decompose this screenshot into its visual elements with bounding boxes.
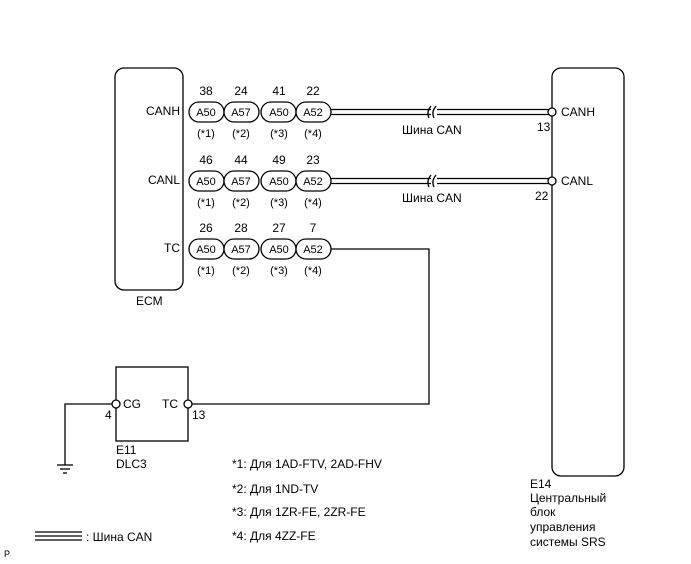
variant-mark: (*4) [304, 197, 322, 209]
connector-code: A57 [231, 176, 251, 188]
variant-mark: (*3) [270, 265, 288, 277]
connector-row-canl: 46 44 49 23 A50 A57 A50 A52 (*1) (*2) (*… [188, 153, 332, 209]
variant-mark: (*4) [304, 128, 322, 140]
connector-code: A57 [231, 107, 251, 119]
pin-number: 49 [272, 153, 286, 167]
connector-code: A50 [196, 244, 216, 256]
legend-label: : Шина CAN [86, 530, 152, 544]
note-2: *2: Для 1ND-TV [232, 482, 318, 496]
dlc3-tc-label: TC [162, 397, 178, 411]
dlc3-name: DLC3 [116, 457, 147, 471]
ecm-pin-canh-label: CANH [146, 104, 180, 118]
srs-name-line: системы SRS [530, 535, 606, 549]
connector-code: A50 [269, 107, 289, 119]
srs-name-line: блок [530, 505, 556, 519]
srs-pin-canl-number: 22 [535, 189, 549, 203]
ecm-pin-tc-label: TC [164, 241, 180, 255]
srs-pin-canh-number: 13 [537, 120, 551, 134]
connector-pill [223, 238, 260, 260]
connector-code: A52 [303, 107, 323, 119]
connector-code: A57 [231, 244, 251, 256]
canh-bus-wire [331, 105, 552, 119]
pin-number: 24 [234, 84, 248, 98]
pin-number: 23 [306, 153, 320, 167]
variant-mark: (*2) [232, 128, 250, 140]
connector-row-tc: 26 28 27 7 A50 A57 A50 A52 (*1) (*2) (*3… [188, 221, 332, 277]
srs-canl-terminal [547, 176, 557, 186]
pin-number: 7 [310, 221, 317, 235]
pin-number: 41 [272, 84, 286, 98]
dlc3-cg-pin: 4 [105, 408, 112, 422]
variant-mark: (*1) [197, 128, 215, 140]
ecm-pin-canl-label: CANL [148, 173, 180, 187]
variant-mark: (*1) [197, 197, 215, 209]
canl-bus-label: Шина CAN [402, 191, 462, 205]
srs-pin-canh-label: CANH [561, 105, 595, 119]
srs-name-line: управления [530, 520, 595, 534]
canl-bus-wire [331, 174, 552, 188]
note-3: *3: Для 1ZR-FE, 2ZR-FE [232, 505, 366, 519]
connector-code: A52 [303, 176, 323, 188]
connector-row-canh: 38 24 41 22 A50 A57 A50 A52 (*1) (*2) (*… [188, 84, 332, 140]
srs-id: E14 [530, 477, 552, 491]
connector-pill [223, 101, 260, 123]
variant-mark: (*1) [197, 265, 215, 277]
variant-mark: (*2) [232, 265, 250, 277]
connector-code: A50 [196, 107, 216, 119]
dlc3-tc-terminal [183, 399, 193, 409]
pin-number: 28 [234, 221, 248, 235]
pin-number: 46 [199, 153, 213, 167]
dlc3-cg-terminal [111, 399, 121, 409]
variant-mark: (*4) [304, 265, 322, 277]
srs-pin-canl-label: CANL [561, 174, 593, 188]
note-1: *1: Для 1AD-FTV, 2AD-FHV [232, 457, 382, 471]
canh-bus-label: Шина CAN [402, 123, 462, 137]
pin-number: 22 [306, 84, 320, 98]
ground-icon [57, 464, 73, 474]
connector-pill [295, 170, 332, 192]
connector-code: A50 [269, 244, 289, 256]
ground-wire [64, 403, 112, 465]
srs-unit-box [551, 67, 625, 477]
dlc3-cg-label: CG [123, 397, 141, 411]
variant-mark: (*3) [270, 197, 288, 209]
corner-mark: P [4, 549, 10, 559]
srs-canh-terminal [547, 107, 557, 117]
dlc3-tc-pin: 13 [192, 408, 206, 422]
tc-wire [192, 248, 430, 405]
pin-number: 27 [272, 221, 286, 235]
connector-code: A50 [269, 176, 289, 188]
srs-name-line: Центральный [530, 491, 606, 505]
connector-pill [295, 101, 332, 123]
note-4: *4: Для 4ZZ-FE [232, 529, 316, 543]
pin-number: 44 [234, 153, 248, 167]
variant-mark: (*3) [270, 128, 288, 140]
ecm-box [114, 67, 184, 291]
pin-number: 38 [199, 84, 213, 98]
pin-number: 26 [199, 221, 213, 235]
connector-code: A52 [303, 244, 323, 256]
connector-pill [223, 170, 260, 192]
dlc3-id: E11 [116, 443, 137, 457]
legend-can-bus-symbol [35, 531, 82, 541]
connector-code: A50 [196, 176, 216, 188]
ecm-label: ECM [136, 294, 163, 308]
variant-mark: (*2) [232, 197, 250, 209]
